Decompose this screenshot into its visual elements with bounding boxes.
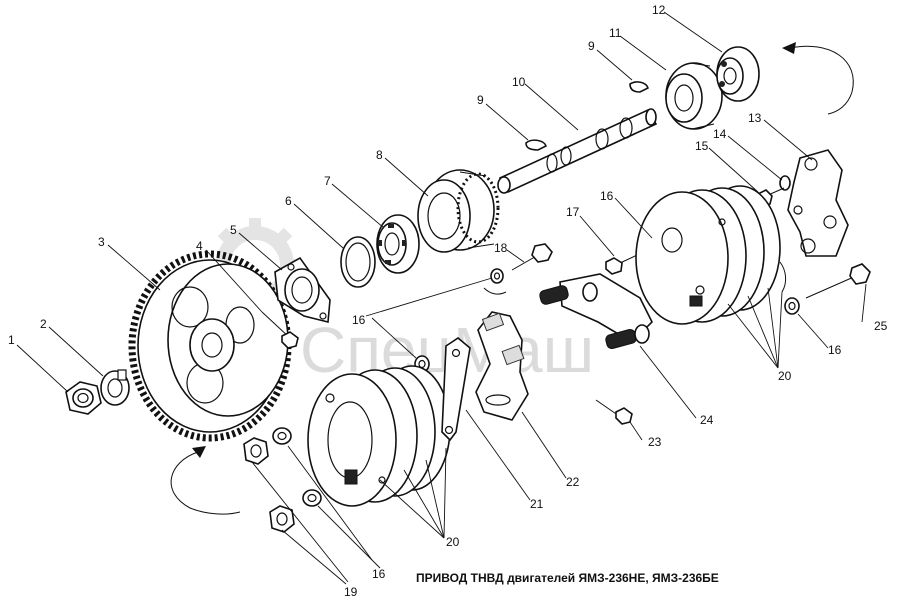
part-16-washer-center <box>490 268 504 284</box>
callout-5: 5 <box>230 223 237 237</box>
part-20-disc-assembly-right <box>635 185 781 325</box>
callout-10: 10 <box>512 75 526 89</box>
callout-15: 15 <box>695 139 709 153</box>
callout-16-center: 16 <box>352 313 366 327</box>
part-25-bolt <box>805 263 871 299</box>
part-3-drive-gear <box>128 250 292 442</box>
part-6-ring <box>340 236 376 288</box>
callout-13: 13 <box>748 111 762 125</box>
callout-11: 11 <box>609 26 622 40</box>
callout-labels: 1 2 3 4 5 6 7 8 9 9 10 11 12 13 14 15 16… <box>8 3 888 599</box>
part-18-bolt <box>511 243 553 271</box>
part-23-bolt <box>595 399 633 425</box>
spring-clip-left <box>483 287 507 295</box>
callout-23: 23 <box>648 435 662 449</box>
callout-19: 19 <box>344 585 358 599</box>
callout-17: 17 <box>566 205 580 219</box>
part-22-lever <box>475 311 529 421</box>
callout-14: 14 <box>713 127 727 141</box>
part-8-gear-hub <box>417 169 500 253</box>
part-13-bracket <box>787 149 849 257</box>
part-21-plate <box>441 337 471 442</box>
part-12-bearing <box>716 46 760 102</box>
callout-20-right: 20 <box>778 369 792 383</box>
part-24-weights <box>539 273 653 350</box>
part-9-key-lower <box>525 139 547 151</box>
spring-clip-right <box>779 261 787 293</box>
callout-21: 21 <box>530 497 544 511</box>
diagram-title: ПРИВОД ТНВД двигателей ЯМЗ-236НЕ, ЯМЗ-23… <box>416 571 719 585</box>
part-2-lock-washer <box>100 369 130 406</box>
callout-16-bottom: 16 <box>372 567 386 581</box>
part-19-nut-upper <box>243 437 269 465</box>
part-10-shaft <box>497 108 658 194</box>
callout-9-lower: 9 <box>477 93 484 107</box>
callout-2: 2 <box>40 317 47 331</box>
part-9-key-upper <box>629 81 649 93</box>
part-16-washer-right <box>784 297 800 315</box>
leader-lines <box>16 11 867 585</box>
part-1-nut <box>65 381 102 415</box>
part-20-disc-assembly-left <box>307 365 451 507</box>
part-16-washer-bottom <box>302 489 322 507</box>
callout-8: 8 <box>376 148 383 162</box>
rotation-arrow-top-right <box>782 42 854 115</box>
part-11-bearing <box>665 62 723 130</box>
part-16-washer-left <box>272 427 292 445</box>
part-5-flange <box>274 256 331 324</box>
callout-4: 4 <box>196 239 203 253</box>
callout-20-left: 20 <box>446 535 460 549</box>
callout-18: 18 <box>494 241 508 255</box>
callout-3: 3 <box>98 235 105 249</box>
callout-24: 24 <box>700 413 714 427</box>
callout-9-upper: 9 <box>588 39 595 53</box>
callout-16-right-upper: 16 <box>600 189 614 203</box>
part-14-washer <box>779 175 791 191</box>
rotation-arrow-bottom-left <box>170 446 241 515</box>
callout-12: 12 <box>652 3 666 17</box>
callout-22: 22 <box>566 475 580 489</box>
callout-6: 6 <box>285 194 292 208</box>
callout-25: 25 <box>874 319 888 333</box>
part-19-nut-lower <box>269 505 295 533</box>
part-7-bearing <box>376 214 420 274</box>
part-17-bolt <box>605 247 653 275</box>
part-4-bolt <box>261 311 299 349</box>
callout-16-right: 16 <box>828 343 842 357</box>
callout-7: 7 <box>324 174 331 188</box>
callout-1: 1 <box>8 333 15 347</box>
